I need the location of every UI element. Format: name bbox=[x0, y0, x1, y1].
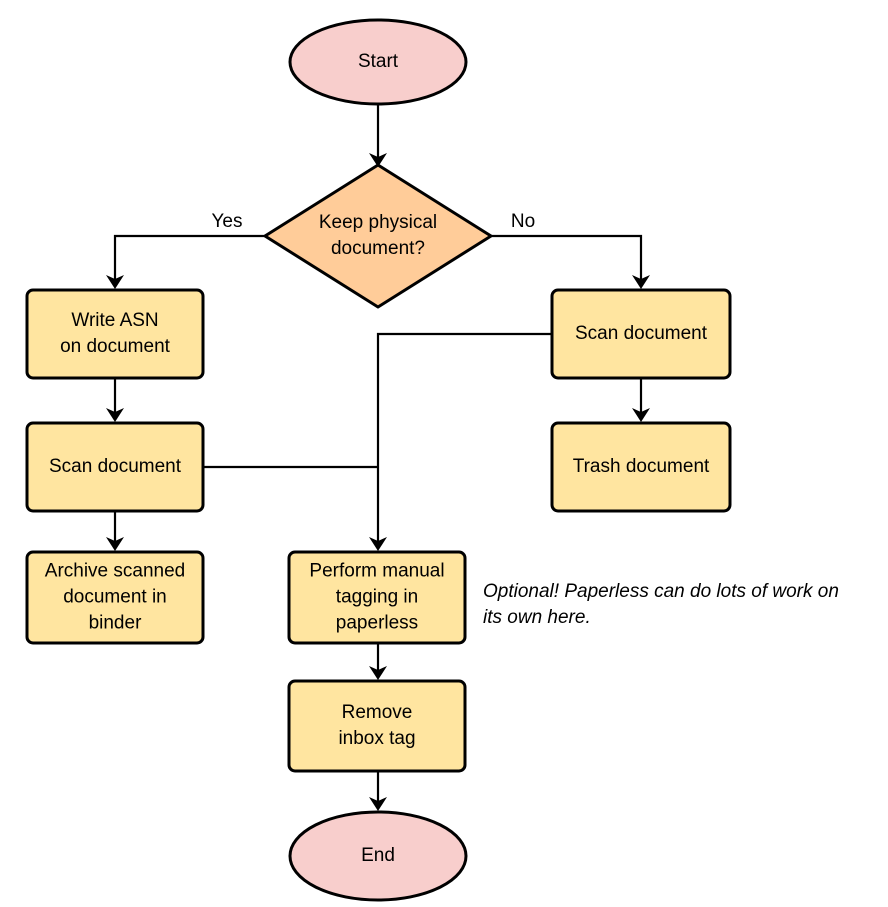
node-write-asn[interactable]: Write ASN on document bbox=[25, 288, 205, 380]
node-shape-decision[interactable] bbox=[263, 163, 493, 309]
node-shape-process[interactable] bbox=[287, 550, 467, 645]
edge-decision-no-to-scan-right: No bbox=[491, 211, 650, 289]
node-label-line: End bbox=[361, 845, 395, 866]
node-shape-process[interactable] bbox=[550, 421, 732, 513]
node-shape-terminator[interactable] bbox=[288, 18, 468, 106]
node-label-line: on document bbox=[60, 336, 171, 357]
edge-write-asn-to-scan-left bbox=[106, 378, 124, 422]
node-label-line: Scan document bbox=[575, 323, 708, 344]
annotation-line: its own here. bbox=[483, 607, 591, 628]
annotations-layer: Optional! Paperless can do lots of work … bbox=[483, 581, 839, 628]
node-label-line: Scan document bbox=[49, 456, 182, 477]
edge-manual-tagging-to-remove-inbox bbox=[369, 643, 387, 680]
node-start[interactable]: Start bbox=[288, 18, 468, 106]
edge-path bbox=[113, 234, 265, 284]
node-shape-process[interactable] bbox=[25, 288, 205, 380]
node-keep-physical[interactable]: Keep physical document? bbox=[263, 163, 493, 309]
node-label-line: tagging in bbox=[336, 587, 418, 608]
node-remove-inbox-tag[interactable]: Remove inbox tag bbox=[287, 679, 467, 773]
node-label-line: Archive scanned bbox=[45, 561, 185, 582]
edge-label-no: No bbox=[511, 211, 535, 232]
arrow-head-icon bbox=[632, 275, 650, 289]
annotation-line: Optional! Paperless can do lots of work … bbox=[483, 581, 839, 602]
arrow-head-icon bbox=[369, 153, 387, 167]
node-label-line: Remove bbox=[342, 702, 413, 723]
edge-decision-yes-to-write-asn: Yes bbox=[106, 211, 265, 289]
node-label-line: inbox tag bbox=[338, 728, 415, 749]
edges-layer: Yes No bbox=[106, 104, 650, 811]
arrow-head-icon bbox=[369, 666, 387, 680]
node-label-line: paperless bbox=[336, 613, 418, 634]
edge-scan-right-to-trash bbox=[632, 378, 650, 422]
node-label-line: Start bbox=[358, 51, 399, 72]
annotation-optional-note: Optional! Paperless can do lots of work … bbox=[483, 581, 839, 628]
node-scan-left[interactable]: Scan document bbox=[25, 421, 205, 513]
node-label-line: Trash document bbox=[573, 456, 710, 477]
node-manual-tagging[interactable]: Perform manual tagging in paperless bbox=[287, 550, 467, 645]
arrow-head-icon bbox=[106, 537, 124, 551]
node-label-line: Write ASN bbox=[71, 310, 158, 331]
node-shape-process[interactable] bbox=[550, 288, 732, 380]
edge-label-yes: Yes bbox=[212, 211, 243, 232]
node-scan-right[interactable]: Scan document bbox=[550, 288, 732, 380]
arrow-head-icon bbox=[369, 537, 387, 551]
arrow-head-icon bbox=[106, 275, 124, 289]
node-label-line: Keep physical bbox=[319, 212, 437, 233]
node-label-line: document in bbox=[63, 587, 167, 608]
edge-remove-inbox-to-end bbox=[369, 771, 387, 811]
arrow-head-icon bbox=[369, 797, 387, 811]
node-label-line: document? bbox=[331, 238, 425, 259]
node-archive-binder[interactable]: Archive scanned document in binder bbox=[25, 550, 205, 645]
edge-scan-left-to-archive bbox=[106, 511, 124, 551]
edge-start-to-decision bbox=[369, 104, 387, 167]
edge-scan-right-to-manual-tagging bbox=[369, 332, 552, 551]
arrow-head-icon bbox=[106, 408, 124, 422]
arrow-head-icon bbox=[632, 408, 650, 422]
edge-path bbox=[376, 332, 552, 546]
node-label-line: Perform manual bbox=[309, 561, 444, 582]
node-trash-document[interactable]: Trash document bbox=[550, 421, 732, 513]
node-shape-process[interactable] bbox=[287, 679, 467, 773]
node-shape-terminator[interactable] bbox=[288, 810, 468, 902]
node-shape-process[interactable] bbox=[25, 550, 205, 645]
edge-path bbox=[491, 234, 643, 284]
node-shape-process[interactable] bbox=[25, 421, 205, 513]
node-label-line: binder bbox=[89, 613, 142, 634]
node-end[interactable]: End bbox=[288, 810, 468, 902]
